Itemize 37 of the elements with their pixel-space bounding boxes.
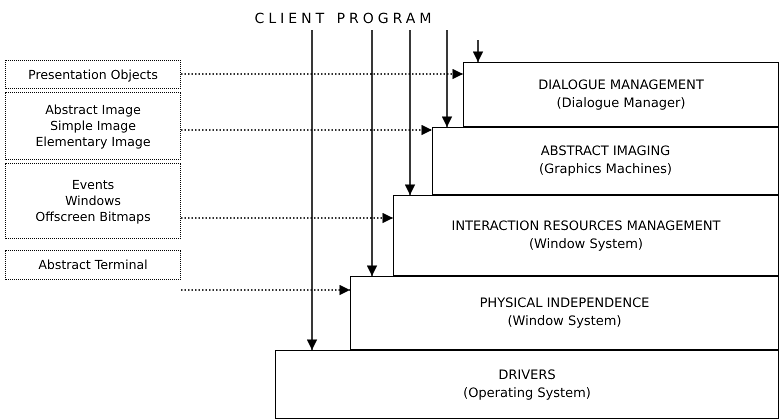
item-text: Events (72, 177, 114, 193)
item-text: Abstract Image (45, 102, 141, 118)
layer-title: DRIVERS (498, 366, 556, 384)
layer-subtitle: (Graphics Machines) (539, 161, 672, 179)
layer-box (393, 195, 779, 276)
heading-text: CLIENT PROGRAM (235, 8, 455, 30)
input-box (5, 250, 181, 280)
layer-title: ABSTRACT IMAGING (540, 143, 670, 161)
layer-box (432, 127, 779, 195)
arrow (181, 124, 432, 136)
layer-box (275, 350, 779, 419)
input-box (5, 92, 181, 160)
item-text: Simple Image (50, 118, 136, 134)
item-text: Presentation Objects (28, 66, 158, 82)
item-text: Elementary Image (35, 134, 151, 150)
layer-title: PHYSICAL INDEPENDENCE (480, 295, 650, 313)
arrow (472, 40, 484, 62)
arrow (442, 30, 452, 127)
layer-subtitle: (Operating System) (463, 384, 591, 402)
layer-box (350, 276, 779, 350)
arrow (181, 284, 350, 296)
item-text: Windows (65, 193, 121, 209)
item-text: Abstract Terminal (38, 257, 148, 273)
item-text: Offscreen Bitmaps (35, 209, 151, 225)
layer-subtitle: (Dialogue Manager) (556, 94, 686, 112)
layer-box (463, 62, 779, 127)
arrow (306, 30, 318, 350)
arrow (181, 212, 393, 224)
layer-title: INTERACTION RESOURCES MANAGEMENT (451, 218, 720, 236)
layer-title: DIALOGUE MANAGEMENT (538, 76, 704, 94)
arrow (404, 30, 416, 195)
arrow (366, 30, 378, 276)
layer-subtitle: (Window System) (507, 313, 622, 331)
input-box (5, 163, 181, 239)
layer-subtitle: (Window System) (528, 236, 643, 254)
arrow (181, 68, 463, 80)
input-box (5, 60, 181, 89)
